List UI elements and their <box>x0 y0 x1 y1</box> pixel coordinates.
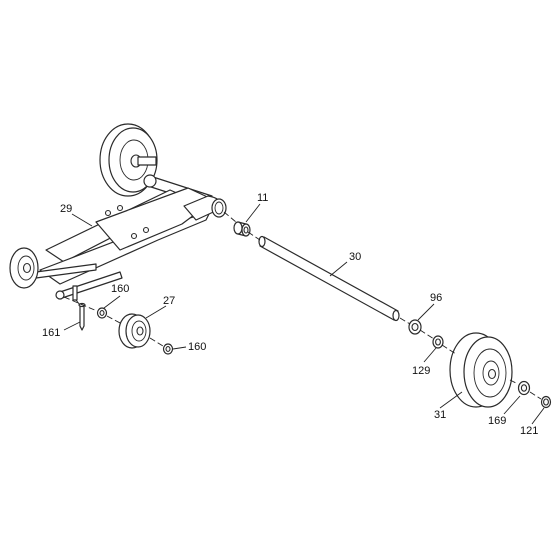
axle-part-30 <box>258 235 400 322</box>
leader-lines <box>63 203 545 425</box>
washer-part-169 <box>517 380 531 396</box>
callout-129: 129 <box>412 365 430 377</box>
callout-121: 121 <box>520 425 538 437</box>
wheel-part-31 <box>449 332 513 408</box>
washer-part-160-lower <box>162 343 174 355</box>
callout-31: 31 <box>434 409 446 421</box>
frame-part-29 <box>9 174 227 301</box>
washer-part-96 <box>408 319 422 335</box>
callout-169: 169 <box>488 415 506 427</box>
callout-29: 29 <box>60 203 72 215</box>
callout-labels: 11 29 30 160 27 161 160 96 129 31 169 12… <box>42 192 538 437</box>
callout-160-upper: 160 <box>111 283 129 295</box>
assembly-axis-lines <box>63 211 542 400</box>
rear-wheel-upper <box>99 123 158 197</box>
callout-30: 30 <box>349 251 361 263</box>
clip-part-121 <box>540 395 552 409</box>
callout-161: 161 <box>42 327 60 339</box>
bushing-part-11 <box>233 221 251 237</box>
callout-160-lower: 160 <box>188 341 206 353</box>
wheel-part-27 <box>118 313 151 349</box>
callout-96: 96 <box>430 292 442 304</box>
washer-part-160-upper <box>96 307 108 319</box>
callout-27: 27 <box>163 295 175 307</box>
washer-part-129 <box>432 335 444 349</box>
callout-11: 11 <box>257 192 268 204</box>
pin-part-161 <box>78 302 86 331</box>
